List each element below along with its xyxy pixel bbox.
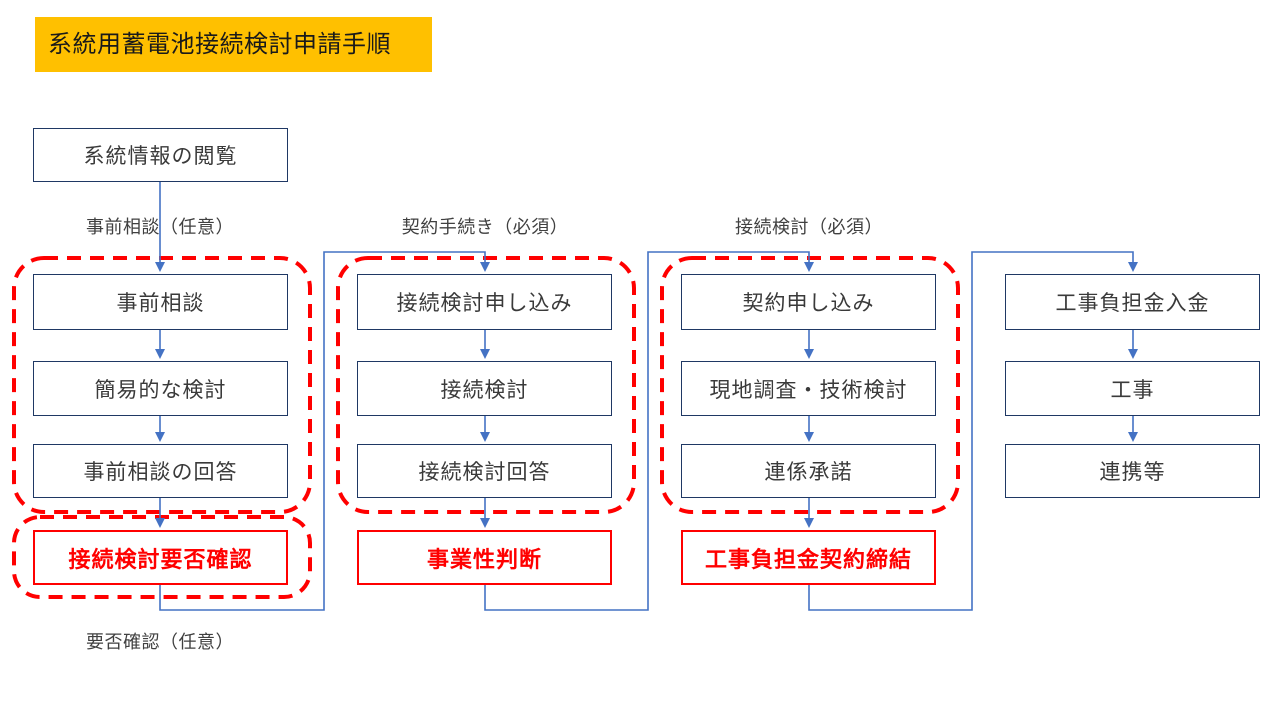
flow-box-col3-step1: 契約申し込み bbox=[681, 274, 936, 330]
flow-arrows bbox=[155, 182, 1138, 611]
result-box-col3: 工事負担金契約締結 bbox=[681, 530, 936, 585]
flow-box-col1-step2: 簡易的な検討 bbox=[33, 361, 288, 416]
phase-outline-confirm bbox=[12, 515, 312, 599]
page-title: 系統用蓄電池接続検討申請手順 bbox=[35, 17, 432, 72]
flow-box-grid-info: 系統情報の閲覧 bbox=[33, 128, 288, 182]
result-box-col2: 事業性判断 bbox=[357, 530, 612, 585]
phase-outline-study bbox=[660, 256, 960, 514]
flow-box-col4-step1: 工事負担金入金 bbox=[1005, 274, 1260, 330]
connector-col2-to-col3 bbox=[484, 251, 814, 611]
connector-col1-to-col2 bbox=[159, 251, 490, 611]
stage-label-contract: 契約手続き（必須） bbox=[401, 217, 569, 237]
flow-box-col3-step3: 連係承諾 bbox=[681, 444, 936, 498]
stage-label-pre-consult: 事前相談（任意） bbox=[86, 217, 234, 237]
flow-box-col1-step3: 事前相談の回答 bbox=[33, 444, 288, 498]
flow-box-col2-step3: 接続検討回答 bbox=[357, 444, 612, 498]
connector-col3-to-col4 bbox=[808, 251, 1138, 611]
flow-box-col1-step1: 事前相談 bbox=[33, 274, 288, 330]
flow-box-col4-step2: 工事 bbox=[1005, 361, 1260, 416]
stage-label-study: 接続検討（必須） bbox=[735, 217, 883, 237]
phase-outline-contract bbox=[336, 256, 636, 514]
phase-outline-pre-consult bbox=[12, 256, 312, 514]
flow-box-col3-step2: 現地調査・技術検討 bbox=[681, 361, 936, 416]
flow-box-col2-step1: 接続検討申し込み bbox=[357, 274, 612, 330]
flow-box-col2-step2: 接続検討 bbox=[357, 361, 612, 416]
stage-label-confirm: 要否確認（任意） bbox=[86, 632, 234, 652]
phase-outlines bbox=[12, 256, 960, 599]
flow-box-col4-step3: 連携等 bbox=[1005, 444, 1260, 498]
result-box-col1: 接続検討要否確認 bbox=[33, 530, 288, 585]
